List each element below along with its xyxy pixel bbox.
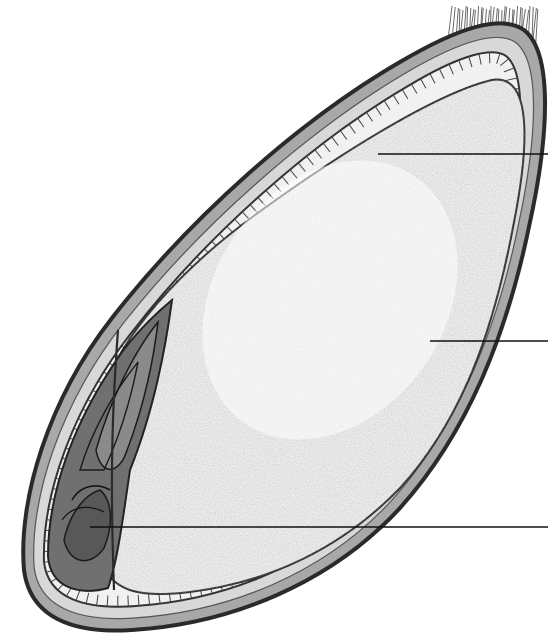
aleurone-cell-wall xyxy=(107,595,108,606)
